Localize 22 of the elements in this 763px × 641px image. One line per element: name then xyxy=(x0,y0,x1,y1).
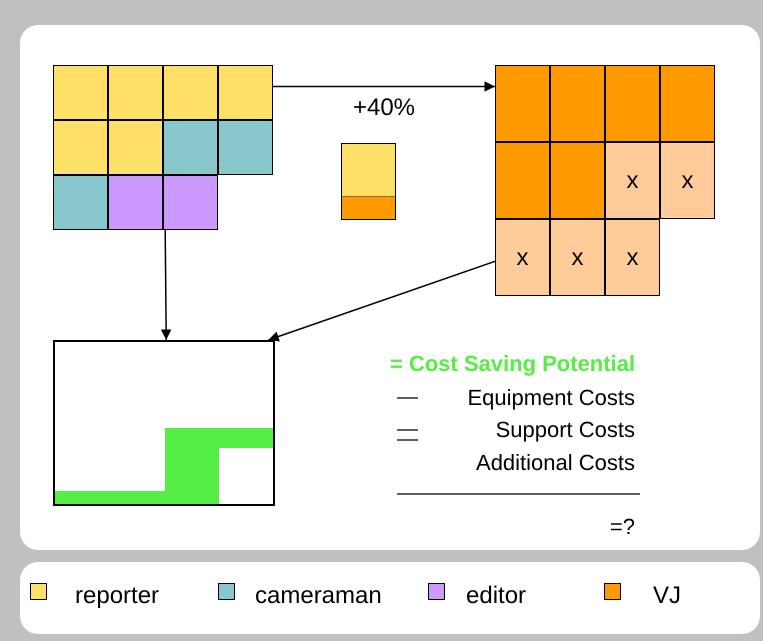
cell-mark: x xyxy=(572,246,584,270)
arrow xyxy=(268,260,496,342)
grid-drawing xyxy=(53,65,273,230)
result-box xyxy=(53,340,275,506)
arrow xyxy=(160,230,172,340)
cost-term: Equipment Costs xyxy=(467,385,635,411)
cell-mark: x xyxy=(516,246,528,270)
stacked-bar-drawing xyxy=(341,143,396,220)
cost-term: Support Costs xyxy=(496,417,635,443)
cost-term: Additional Costs xyxy=(476,450,635,476)
legend-label: cameraman xyxy=(255,582,382,610)
cell-mark: x xyxy=(626,246,638,270)
legend-label: reporter xyxy=(75,582,160,610)
cell-mark: x xyxy=(682,168,694,192)
grid-drawing xyxy=(495,65,715,296)
cell-mark: x xyxy=(626,168,638,192)
edge-label: +40% xyxy=(352,94,416,122)
legend-label: VJ xyxy=(653,582,682,610)
result-heading: = Cost Saving Potential xyxy=(390,351,635,377)
legend-label: editor xyxy=(466,582,526,610)
arrow xyxy=(273,81,495,92)
result-text: =? xyxy=(610,514,635,540)
